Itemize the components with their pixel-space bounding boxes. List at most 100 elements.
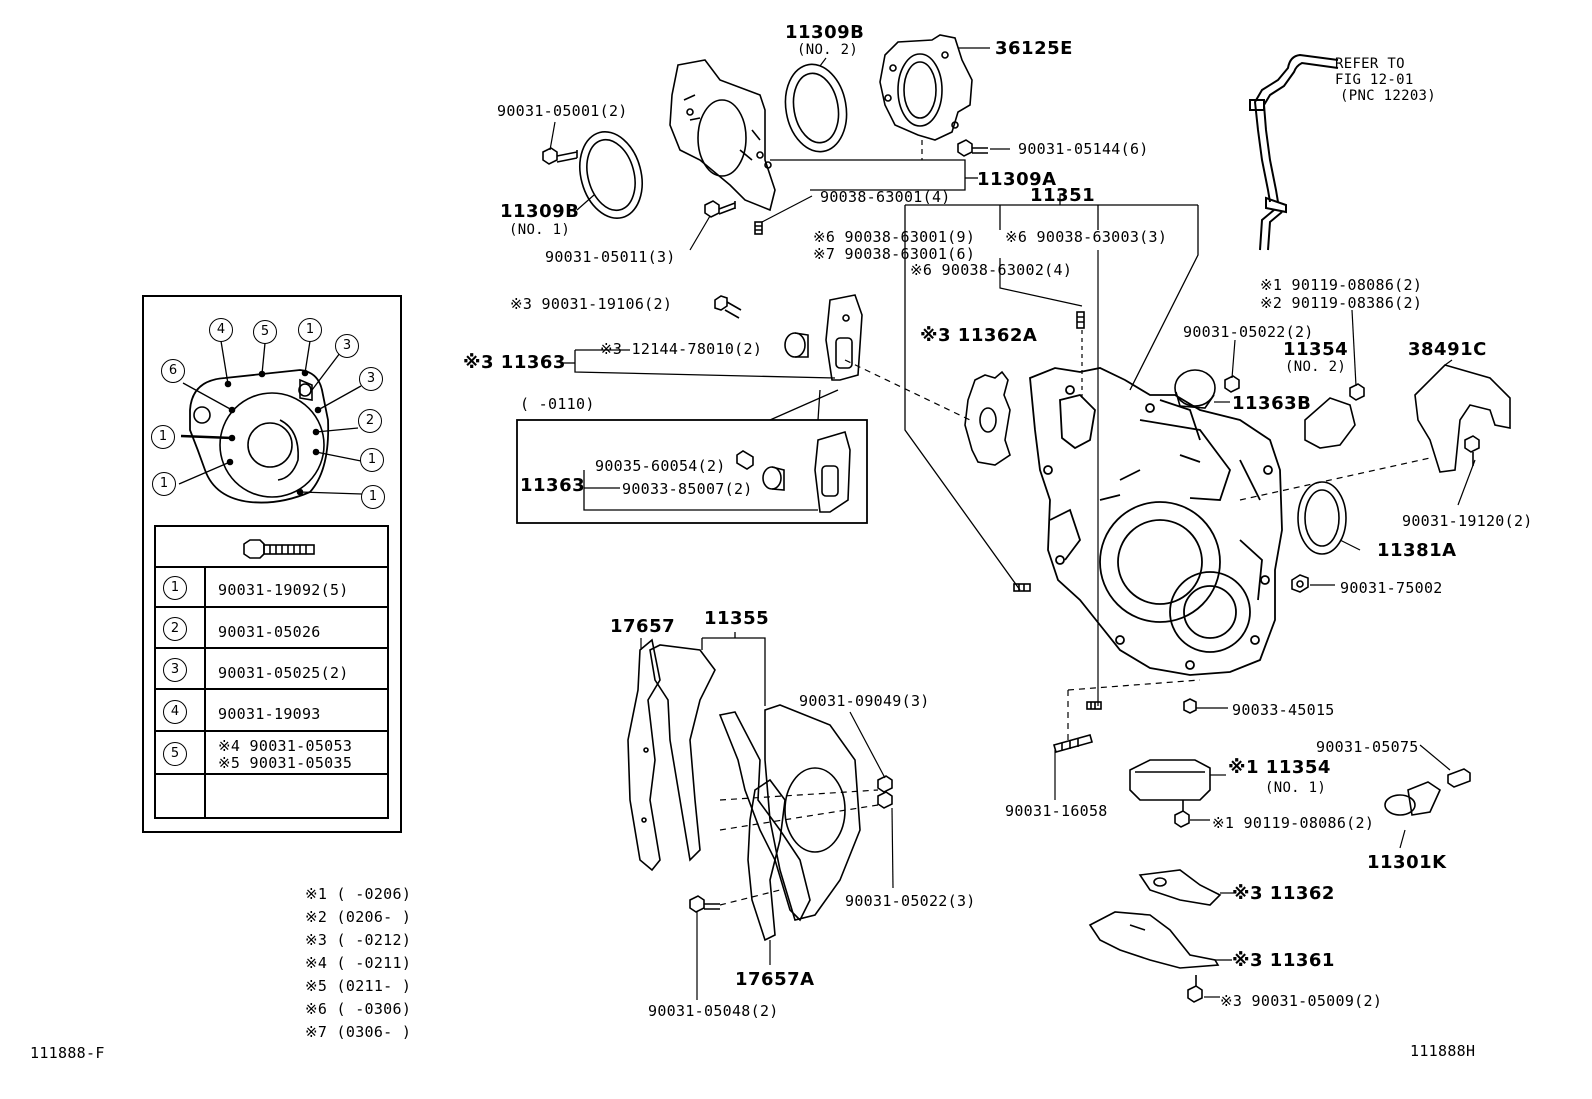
table-row-num: 5 <box>163 742 187 766</box>
nut-90031-75002 <box>1291 574 1309 593</box>
marker-1: 1 <box>360 448 384 472</box>
label-90031-19120: 90031-19120(2) <box>1402 512 1533 530</box>
pin-90038-63001-4 <box>754 221 763 235</box>
detail-box-0110 <box>516 419 868 524</box>
marker-1: 1 <box>151 425 175 449</box>
footnote: ※5 (0211- ) <box>305 977 412 995</box>
marker-4: 4 <box>209 318 233 342</box>
dowel-pin-left <box>1013 583 1031 592</box>
stud-90035-60054 <box>736 450 754 470</box>
sensor-11301k <box>1384 781 1442 816</box>
label-box-range: ( -0110) <box>520 395 595 413</box>
label-90035-60054: 90035-60054(2) <box>595 457 726 475</box>
cap-11363b <box>1174 369 1216 409</box>
plate-36125e <box>879 34 973 141</box>
bolt-90031-05022-top <box>1224 375 1240 393</box>
label-11309b-no2-sub: (NO. 2) <box>797 42 859 58</box>
label-90038-63001-9: ※6 90038-63001(9) <box>813 228 976 246</box>
label-11381a: 11381A <box>1377 540 1457 561</box>
dowel-pin-bottom <box>1086 701 1102 710</box>
bolt-90031-05001 <box>542 147 578 165</box>
dowel-pin-top <box>1076 311 1085 329</box>
marker-6: 6 <box>161 359 185 383</box>
plug-90033-45015 <box>1183 698 1197 714</box>
bushing-12144 <box>784 332 809 358</box>
footnote: ※1 ( -0206) <box>305 885 412 903</box>
marker-3: 3 <box>359 367 383 391</box>
label-refer-pnc: (PNC 12203) <box>1340 88 1437 104</box>
label-90119-08386: ※2 90119-08386(2) <box>1260 294 1423 312</box>
label-90038-63001-4: 90038-63001(4) <box>820 188 951 206</box>
inset-leaders <box>178 340 363 495</box>
label-90031-05001: 90031-05001(2) <box>497 102 628 120</box>
marker-3: 3 <box>335 334 359 358</box>
label-90038-63001-6: ※7 90038-63001(6) <box>813 245 976 263</box>
inset-box <box>142 295 402 833</box>
bushing-90033-85007 <box>762 466 785 491</box>
diagram-code-left: 111888-F <box>30 1044 105 1062</box>
bolt-90031-05075 <box>1447 768 1471 788</box>
bolt-90031-05011 <box>704 200 736 218</box>
plate-11355 <box>649 644 716 862</box>
table-row-part: 90031-19092(5) <box>218 581 349 599</box>
footnote: ※2 (0206- ) <box>305 908 412 926</box>
gasket-17657a <box>747 778 786 942</box>
diagram-code-right: 111888H <box>1410 1042 1476 1060</box>
label-11354-no2: 11354 <box>1283 339 1349 360</box>
marker-2: 2 <box>358 409 382 433</box>
bolt-90031-19120 <box>1464 435 1480 466</box>
table-row-part-alt: ※5 90031-05035 <box>218 754 353 772</box>
label-11354-no2-sub: (NO. 2) <box>1285 359 1347 375</box>
cover-11354-no2 <box>1304 397 1356 449</box>
label-11362a: ※3 11362A <box>920 325 1038 346</box>
label-17657: 17657 <box>610 616 676 637</box>
bracket-38491c <box>1414 364 1511 473</box>
label-11354-no1-sub: (NO. 1) <box>1265 780 1327 796</box>
label-11363-box: 11363 <box>520 475 586 496</box>
label-38491c: 38491C <box>1408 339 1487 360</box>
retainer-plate <box>669 59 776 212</box>
label-refer: REFER TO <box>1335 56 1405 72</box>
bolt-90031-05144 <box>957 139 988 157</box>
label-90038-63003: ※6 90038-63003(3) <box>1005 228 1168 246</box>
label-90031-19106: ※3 90031-19106(2) <box>510 295 673 313</box>
label-11309b-no2: 11309B <box>785 22 865 43</box>
marker-1: 1 <box>361 485 385 509</box>
label-90031-05009: ※3 90031-05009(2) <box>1220 992 1383 1010</box>
bolt-90031-05048 <box>689 895 720 913</box>
label-90031-05075: 90031-05075 <box>1316 738 1419 756</box>
bracket-11362 <box>1138 869 1222 906</box>
bolt-90119-08386 <box>1349 383 1365 401</box>
label-11363-top: ※3 11363 <box>463 352 566 373</box>
table-row-num: 2 <box>163 617 187 641</box>
seal-11381a <box>1297 481 1347 555</box>
label-11354-no1: ※1 11354 <box>1228 757 1331 778</box>
table-row-num: 3 <box>163 658 187 682</box>
oil-level-gauge-guide <box>1249 53 1339 251</box>
bolt-90031-19106 <box>714 295 742 319</box>
footnote: ※7 (0306- ) <box>305 1023 412 1041</box>
bracket-11362a <box>964 370 1011 466</box>
label-refer-fig: FIG 12-01 <box>1335 72 1414 88</box>
marker-1: 1 <box>152 472 176 496</box>
label-11363b: 11363B <box>1232 393 1312 414</box>
label-90031-16058: 90031-16058 <box>1005 802 1108 820</box>
label-90031-75002: 90031-75002 <box>1340 579 1443 597</box>
marker-5: 5 <box>253 320 277 344</box>
label-90038-63002: ※6 90038-63002(4) <box>910 261 1073 279</box>
label-90119-08086-bot: ※1 90119-08086(2) <box>1212 814 1375 832</box>
label-90033-45015: 90033-45015 <box>1232 701 1335 719</box>
label-17657a: 17657A <box>735 969 815 990</box>
bolt-90119-08086-bot <box>1174 800 1190 828</box>
label-12144-78010: ※3 12144-78010(2) <box>600 340 763 358</box>
label-90119-08086-top: ※1 90119-08086(2) <box>1260 276 1423 294</box>
label-90031-05022-bot: 90031-05022(3) <box>845 892 976 910</box>
label-11361: ※3 11361 <box>1232 950 1335 971</box>
label-11309b-no1: 11309B <box>500 201 580 222</box>
label-11362: ※3 11362 <box>1232 883 1335 904</box>
table-row-part: 90031-19093 <box>218 705 321 723</box>
table-row-num: 4 <box>163 700 187 724</box>
footnote: ※4 ( -0211) <box>305 954 412 972</box>
